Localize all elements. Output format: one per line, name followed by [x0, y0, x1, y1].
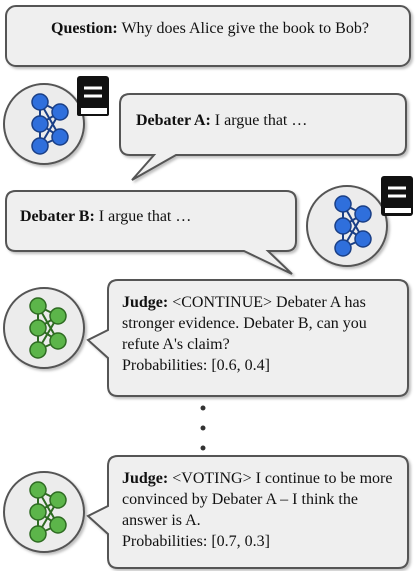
- judge-turn-2-text: Judge: <VOTING> I continue to be more co…: [122, 468, 400, 552]
- book-icon: [77, 76, 109, 116]
- judge-avatar: [3, 471, 85, 553]
- question-label: Question:: [51, 20, 118, 37]
- debater-a-label: Debater A:: [136, 112, 211, 129]
- debater-a-text: Debater A: I argue that …: [136, 110, 396, 131]
- question-box: [5, 5, 411, 67]
- judge-label: Judge:: [122, 294, 169, 311]
- network-icon: [31, 93, 69, 155]
- judge-probabilities: Probabilities: [0.6, 0.4]: [122, 357, 270, 374]
- question-body: Why does Alice give the book to Bob?: [121, 20, 369, 37]
- debater-a-avatar: [3, 83, 85, 165]
- network-icon: [29, 297, 67, 359]
- debater-b-text: Debater B: I argue that …: [20, 206, 290, 227]
- book-icon: [381, 176, 413, 216]
- network-icon: [29, 481, 67, 543]
- judge-statement: <VOTING> I continue to be more convinced…: [122, 470, 393, 529]
- debater-a-bubble: [119, 93, 407, 181]
- debater-b-bubble: [5, 190, 297, 275]
- judge-turn-1-text: Judge: <CONTINUE> Debater A has stronger…: [122, 292, 400, 376]
- network-icon: [334, 195, 372, 257]
- judge-probabilities: Probabilities: [0.7, 0.3]: [122, 533, 270, 550]
- judge-statement: <CONTINUE> Debater A has stronger eviden…: [122, 294, 367, 353]
- debater-b-avatar: [306, 185, 388, 267]
- debater-a-argument: I argue that …: [214, 112, 308, 129]
- judge-bubble: [86, 279, 409, 397]
- debater-b-argument: I argue that …: [98, 208, 192, 225]
- debater-b-label: Debater B:: [20, 208, 95, 225]
- continuation-dots: [200, 405, 206, 451]
- judge-avatar: [3, 287, 85, 369]
- question-text: Question: Why does Alice give the book t…: [22, 18, 398, 39]
- judge-label: Judge:: [122, 470, 169, 487]
- judge-bubble: [86, 455, 409, 569]
